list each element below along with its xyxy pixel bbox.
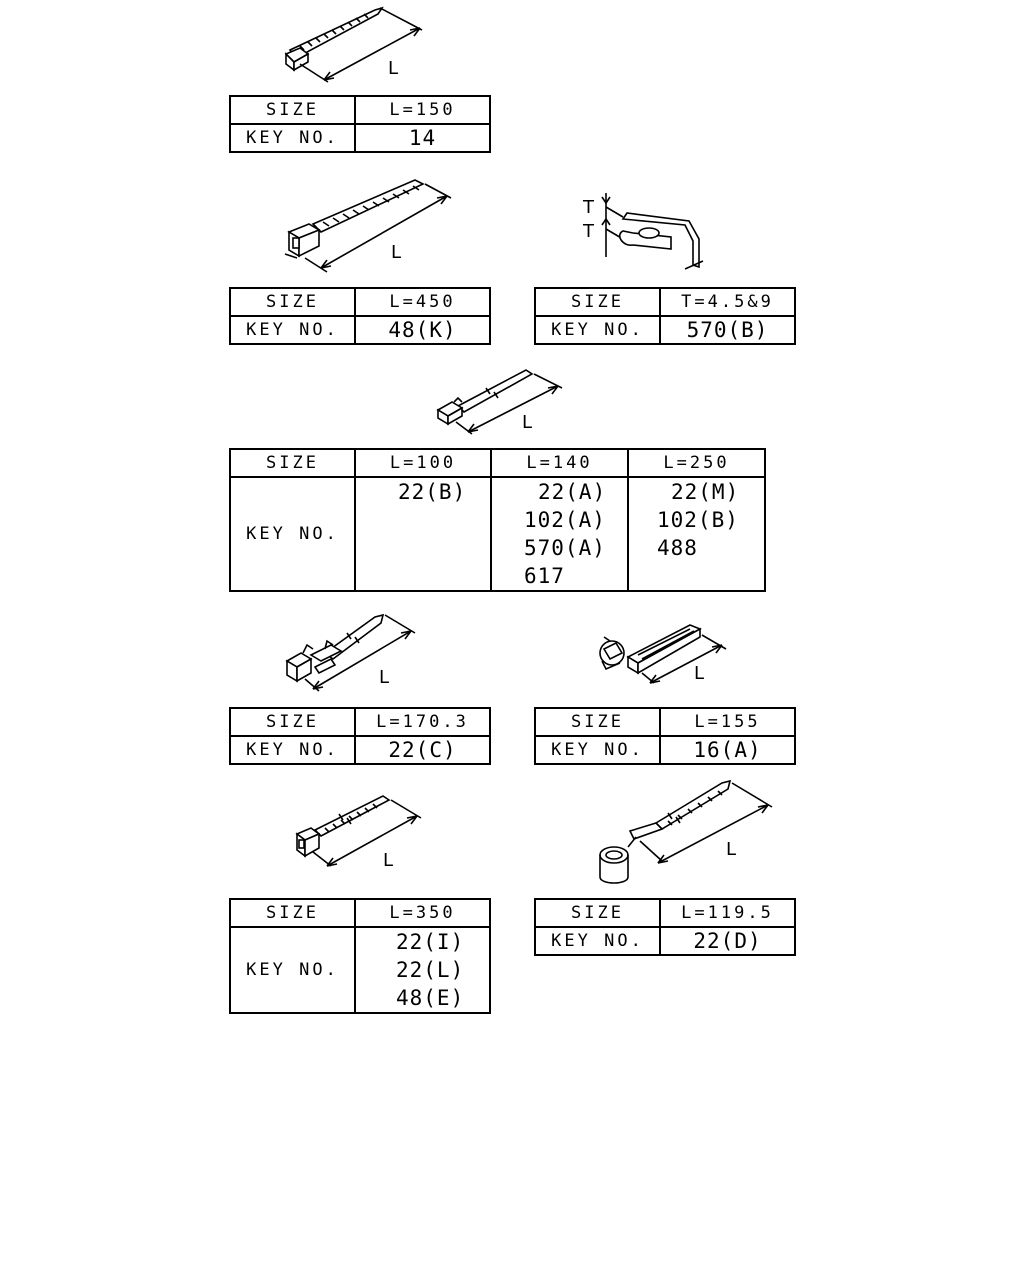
- key-value: 22(A): [538, 480, 607, 504]
- size-label: SIZE: [229, 287, 356, 317]
- size-label: SIZE: [229, 95, 356, 125]
- cable-tie-mount-head-icon: L: [275, 605, 425, 700]
- key-value: 22(B): [398, 480, 467, 504]
- size-value: L=155: [659, 707, 796, 737]
- key-value: 22(M): [671, 480, 740, 504]
- key-label: KEY NO.: [229, 123, 356, 153]
- dimension-label: L: [726, 839, 736, 860]
- key-value: 488: [657, 536, 698, 560]
- cable-tie-ring-clamp-icon: L: [590, 775, 780, 890]
- dimension-label: L: [694, 663, 704, 684]
- size-value: L=350: [354, 898, 491, 928]
- key-values-cell: 22(I) 22(L) 48(E): [354, 926, 491, 1014]
- spec-table-2: SIZE L=450 KEY NO. 48(K): [229, 287, 491, 345]
- key-value: 570(A): [524, 536, 606, 560]
- cable-tie-clip-head-icon: L: [428, 362, 573, 442]
- size-value: L=250: [627, 448, 766, 478]
- key-label: KEY NO.: [229, 735, 356, 765]
- spec-table-8: SIZE L=119.5 KEY NO. 22(D): [534, 898, 796, 956]
- size-value: L=140: [490, 448, 629, 478]
- key-value: 617: [524, 564, 565, 588]
- key-value: 102(B): [657, 508, 739, 532]
- dimension-label: L: [391, 242, 401, 263]
- dimension-label: L: [383, 850, 393, 871]
- key-value: 22(I): [396, 930, 465, 954]
- bent-clip-icon: T T: [575, 185, 715, 280]
- size-value: L=450: [354, 287, 491, 317]
- dimension-label: L: [522, 412, 532, 433]
- size-label: SIZE: [229, 898, 356, 928]
- key-value: 14: [354, 123, 491, 153]
- key-label: KEY NO.: [534, 926, 661, 956]
- key-value: 22(C): [354, 735, 491, 765]
- cable-tie-wide-head-icon: L: [275, 172, 465, 277]
- cable-tie-square-head-long-icon: L: [285, 790, 430, 875]
- dimension-label: L: [379, 667, 389, 688]
- size-label: SIZE: [534, 287, 661, 317]
- key-label: KEY NO.: [229, 926, 356, 1014]
- dimension-label-t2: T: [582, 221, 595, 242]
- size-label: SIZE: [229, 448, 356, 478]
- key-values-cell: 22(M) 102(B) 488: [627, 476, 766, 592]
- spec-table-7: SIZE L=350 KEY NO. 22(I) 22(L) 48(E): [229, 898, 491, 1014]
- key-value: 102(A): [524, 508, 606, 532]
- size-label: SIZE: [534, 898, 661, 928]
- spec-table-4: SIZE L=100 L=140 L=250 KEY NO. 22(B) 22(…: [229, 448, 766, 592]
- dimension-label: L: [388, 58, 398, 79]
- slotted-strap-clip-icon: L: [590, 615, 735, 695]
- key-value: 48(K): [354, 315, 491, 345]
- key-label: KEY NO.: [534, 315, 661, 345]
- key-value: 48(E): [396, 986, 465, 1010]
- key-value: 570(B): [659, 315, 796, 345]
- key-label: KEY NO.: [534, 735, 661, 765]
- spec-table-1: SIZE L=150 KEY NO. 14: [229, 95, 491, 153]
- size-value: T=4.5&9: [659, 287, 796, 317]
- size-value: L=119.5: [659, 898, 796, 928]
- key-value: 16(A): [659, 735, 796, 765]
- spec-table-3: SIZE T=4.5&9 KEY NO. 570(B): [534, 287, 796, 345]
- key-value: 22(L): [396, 958, 465, 982]
- spec-table-5: SIZE L=170.3 KEY NO. 22(C): [229, 707, 491, 765]
- dimension-label-t1: T: [582, 197, 595, 218]
- size-label: SIZE: [534, 707, 661, 737]
- size-value: L=170.3: [354, 707, 491, 737]
- cable-tie-square-head-icon: L: [270, 0, 440, 90]
- size-value: L=150: [354, 95, 491, 125]
- size-label: SIZE: [229, 707, 356, 737]
- key-label: KEY NO.: [229, 315, 356, 345]
- key-values-cell: 22(B): [354, 476, 492, 592]
- key-value: 22(D): [659, 926, 796, 956]
- size-value: L=100: [354, 448, 492, 478]
- key-label: KEY NO.: [229, 476, 356, 592]
- key-values-cell: 22(A) 102(A) 570(A) 617: [490, 476, 629, 592]
- spec-table-6: SIZE L=155 KEY NO. 16(A): [534, 707, 796, 765]
